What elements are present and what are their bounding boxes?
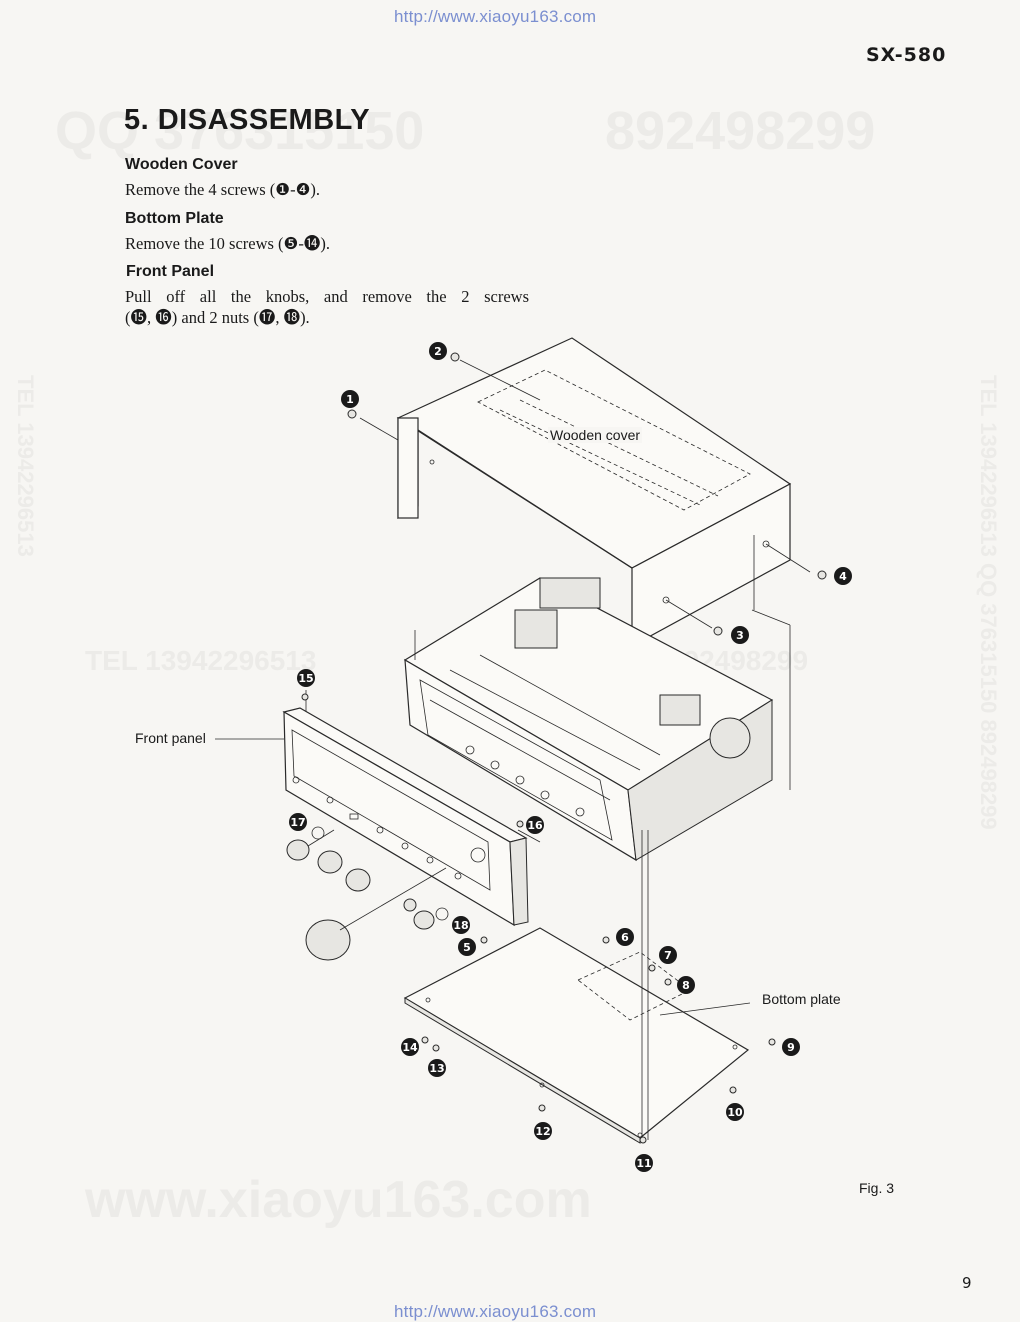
text-front-panel-line1: Pull off all the knobs, and remove the 2… <box>125 287 529 306</box>
svg-text:5: 5 <box>463 941 471 954</box>
heading-bottom-plate: Bottom Plate <box>125 210 224 227</box>
knobs-drawing <box>286 826 449 961</box>
label-wooden-cover: Wooden cover <box>548 427 643 443</box>
figure-caption: Fig. 3 <box>859 1180 895 1196</box>
chassis-drawing <box>403 577 774 862</box>
bottom-url: http://www.xiaoyu163.com <box>394 1302 597 1321</box>
callout-15: 15 <box>297 669 315 687</box>
page-number: 9 <box>962 1274 972 1292</box>
callout-5: 5 <box>458 938 476 956</box>
callout-13: 13 <box>428 1059 446 1077</box>
callout-12: 12 <box>534 1122 552 1140</box>
svg-text:6: 6 <box>621 931 629 944</box>
watermark-tel: TEL 13942296513 <box>85 645 317 676</box>
svg-text:10: 10 <box>727 1106 743 1119</box>
heading-wooden-cover: Wooden Cover <box>125 156 238 173</box>
svg-text:13: 13 <box>429 1062 444 1075</box>
svg-text:14: 14 <box>402 1041 418 1054</box>
callout-7: 7 <box>659 946 677 964</box>
callout-16: 16 <box>526 816 544 834</box>
callout-8: 8 <box>677 976 695 994</box>
text-wooden-cover: Remove the 4 screws (❶-❹). <box>125 180 320 199</box>
callout-6: 6 <box>616 928 634 946</box>
heading-front-panel: Front Panel <box>126 263 215 280</box>
svg-text:9: 9 <box>787 1041 795 1054</box>
callout-11: 11 <box>635 1154 653 1172</box>
svg-text:17: 17 <box>290 816 305 829</box>
callout-3: 3 <box>731 626 749 644</box>
svg-text:15: 15 <box>298 672 313 685</box>
svg-text:12: 12 <box>535 1125 550 1138</box>
watermark-tel-vertical: TEL 13942296513 QQ 376315150 892498299 <box>976 375 1001 830</box>
label-front-panel: Front panel <box>133 730 208 746</box>
callout-14: 14 <box>401 1038 419 1056</box>
callout-9: 9 <box>782 1038 800 1056</box>
text-front-panel-line2: (⓯, ⓰) and 2 nuts (⓱, ⓲). <box>125 308 310 327</box>
svg-text:16: 16 <box>527 819 543 832</box>
leader-lines <box>215 359 811 1140</box>
svg-text:11: 11 <box>636 1157 651 1170</box>
callout-18: 18 <box>452 916 470 934</box>
model-number: SX-580 <box>866 44 947 66</box>
callout-10: 10 <box>726 1103 744 1121</box>
watermark-qq: QQ 376315150 <box>55 101 425 161</box>
label-bottom-plate: Bottom plate <box>760 991 843 1007</box>
section-title: 5. DISASSEMBLY <box>124 104 371 136</box>
callout-17: 17 <box>289 813 307 831</box>
watermark-www: www.xiaoyu163.com <box>85 1171 592 1229</box>
svg-text:8: 8 <box>682 979 690 992</box>
callouts: 1 2 3 4 5 6 7 8 9 10 11 12 13 14 15 16 1… <box>289 342 852 1172</box>
front-panel-drawing <box>282 707 529 927</box>
svg-text:18: 18 <box>453 919 468 932</box>
bottom-plate-drawing <box>403 927 750 1144</box>
callout-1: 1 <box>341 390 359 408</box>
callout-2: 2 <box>429 342 447 360</box>
top-url: http://www.xiaoyu163.com <box>394 7 597 26</box>
svg-text:1: 1 <box>346 393 354 406</box>
svg-text:7: 7 <box>664 949 672 962</box>
svg-text:3: 3 <box>736 629 744 642</box>
svg-text:4: 4 <box>839 570 847 583</box>
watermark-qq-2: 892498299 <box>605 101 876 161</box>
watermark-tel-vertical-left: TEL 13942296513 <box>13 375 38 557</box>
callout-4: 4 <box>834 567 852 585</box>
text-bottom-plate: Remove the 10 screws (❺-⓮). <box>125 234 330 253</box>
wooden-cover-drawing <box>396 337 792 648</box>
svg-text:2: 2 <box>434 345 442 358</box>
screws <box>301 352 827 1144</box>
